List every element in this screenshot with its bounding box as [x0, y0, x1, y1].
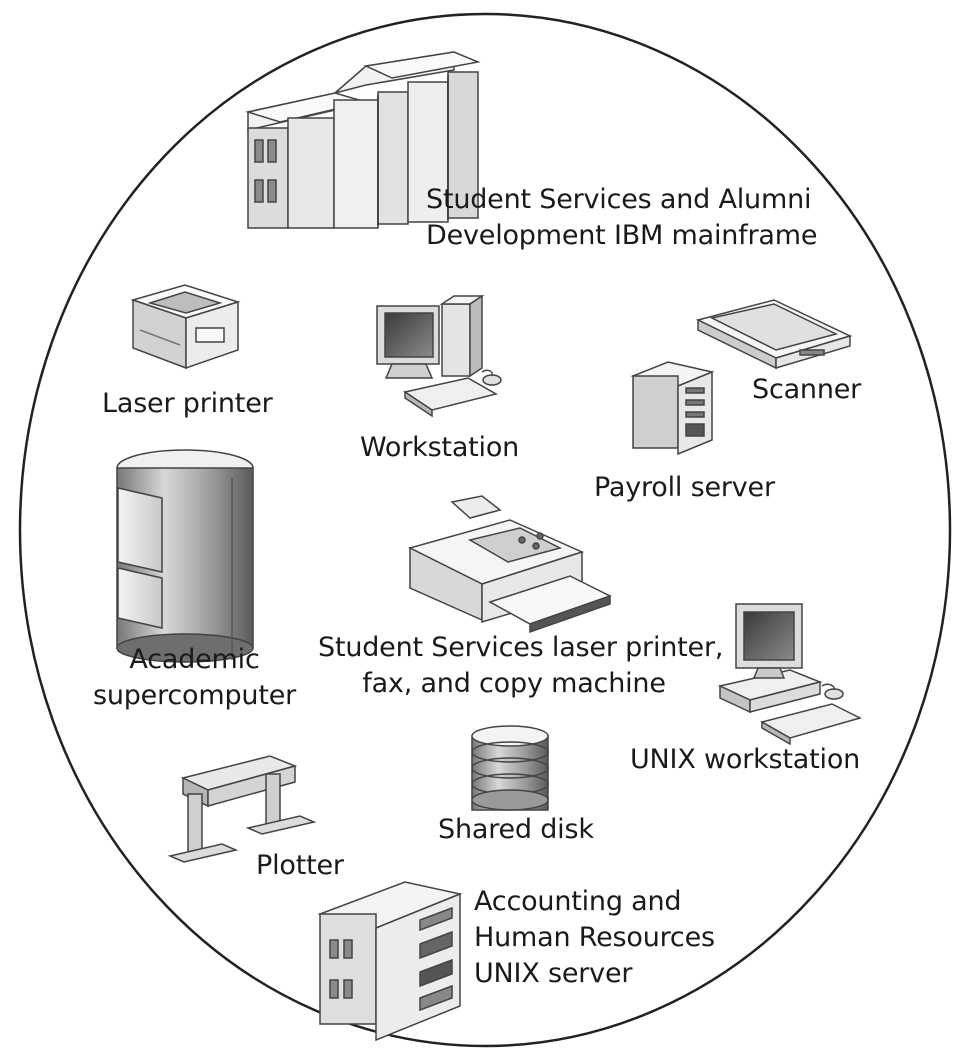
workstation-icon	[376, 294, 502, 418]
network-boundary	[18, 12, 952, 1048]
scanner-label: Scanner	[752, 374, 862, 405]
mainframe-icon	[245, 51, 481, 229]
laser-printer-icon	[130, 284, 241, 370]
server-tower-icon	[630, 361, 715, 456]
mainframe-label: Student Services and Alumni Development …	[426, 182, 817, 254]
supercomputer-label-line2: supercomputer	[92, 680, 297, 711]
workstation-icon	[717, 603, 863, 746]
unix-server-label-line2: Human Resources	[474, 922, 715, 953]
scanner-icon	[695, 299, 853, 370]
unix-server-label-line1: Accounting and	[474, 886, 682, 917]
unix-server-label-line3: UNIX server	[474, 958, 633, 989]
shared-disk-label: Shared disk	[438, 814, 594, 845]
multifunction-label-line2: fax, and copy machine	[362, 668, 666, 699]
supercomputer-label: Academic supercomputer	[92, 642, 297, 714]
laser-printer-label: Laser printer	[102, 388, 273, 419]
disk-stack-icon	[471, 725, 549, 811]
plotter-icon	[167, 755, 317, 863]
multifunction-label-line1: Student Services laser printer,	[318, 632, 724, 663]
server-cabinet-icon	[317, 881, 463, 1042]
plotter-label: Plotter	[256, 850, 344, 881]
multifunction-label: Student Services laser printer, fax, and…	[318, 630, 724, 702]
payroll-server-label: Payroll server	[594, 472, 775, 503]
mainframe-label-line1: Student Services and Alumni	[426, 184, 812, 215]
supercomputer-label-line1: Academic	[129, 644, 260, 675]
workstation-label: Workstation	[360, 432, 520, 463]
unix-server-label: Accounting and Human Resources UNIX serv…	[474, 884, 715, 992]
multifunction-printer-icon	[407, 495, 612, 634]
mainframe-label-line2: Development IBM mainframe	[426, 220, 818, 251]
supercomputer-icon	[116, 449, 254, 663]
unix-workstation-label: UNIX workstation	[630, 744, 861, 775]
